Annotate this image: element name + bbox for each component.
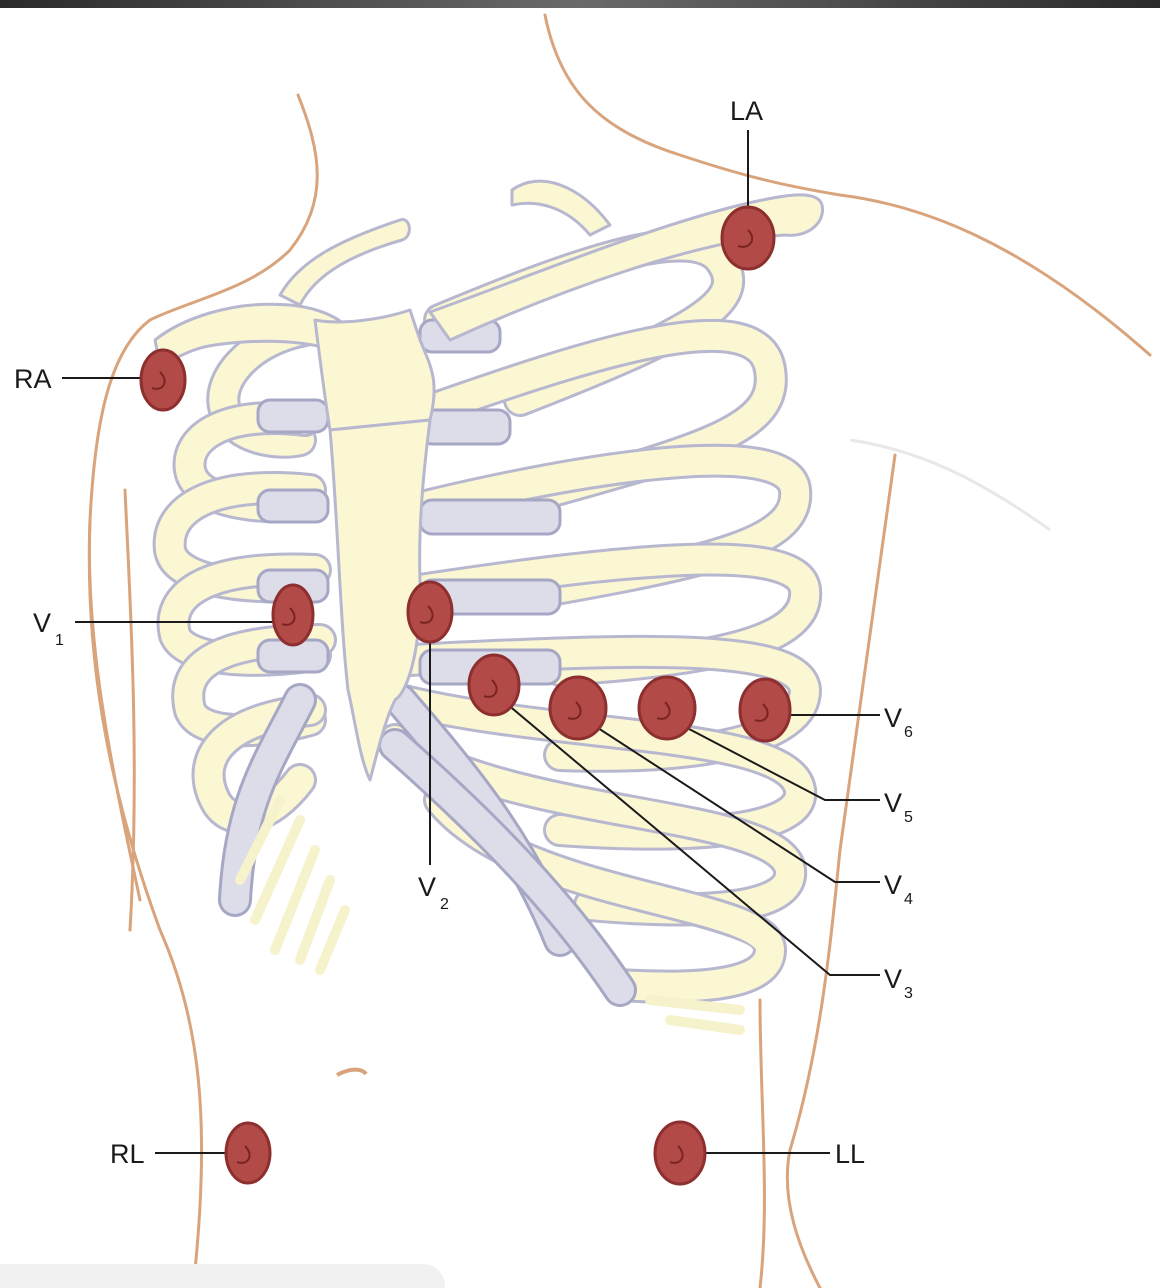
label-v6-sub: 6 bbox=[904, 724, 913, 741]
bottom-overlay-panel bbox=[0, 1264, 445, 1288]
electrode-ra bbox=[141, 350, 185, 410]
electrode-v1 bbox=[273, 585, 313, 645]
label-v6: V bbox=[884, 703, 902, 733]
rib-cage bbox=[155, 181, 823, 1030]
left-ribs bbox=[395, 245, 805, 1030]
label-v2: V bbox=[418, 872, 436, 902]
label-v2-sub: 2 bbox=[440, 896, 449, 913]
label-v1: V bbox=[33, 608, 51, 638]
electrode-v4 bbox=[550, 677, 606, 739]
label-la: LA bbox=[730, 96, 763, 126]
label-ll: LL bbox=[835, 1139, 865, 1169]
label-v4: V bbox=[884, 870, 902, 900]
label-rl: RL bbox=[110, 1139, 145, 1169]
electrode-v5 bbox=[639, 677, 695, 739]
label-v3-sub: 3 bbox=[904, 985, 913, 1002]
electrode-v3 bbox=[469, 655, 519, 715]
label-ra: RA bbox=[14, 364, 52, 394]
electrode-la bbox=[722, 207, 774, 269]
label-v3: V bbox=[884, 964, 902, 994]
electrode-ll bbox=[655, 1122, 705, 1184]
electrode-v6 bbox=[740, 679, 790, 741]
electrode-v2 bbox=[408, 582, 452, 642]
label-v5-sub: 5 bbox=[904, 809, 913, 826]
label-v4-sub: 4 bbox=[904, 891, 913, 908]
label-v5: V bbox=[884, 788, 902, 818]
label-v1-sub: 1 bbox=[55, 632, 64, 649]
electrode-rl bbox=[226, 1123, 270, 1183]
